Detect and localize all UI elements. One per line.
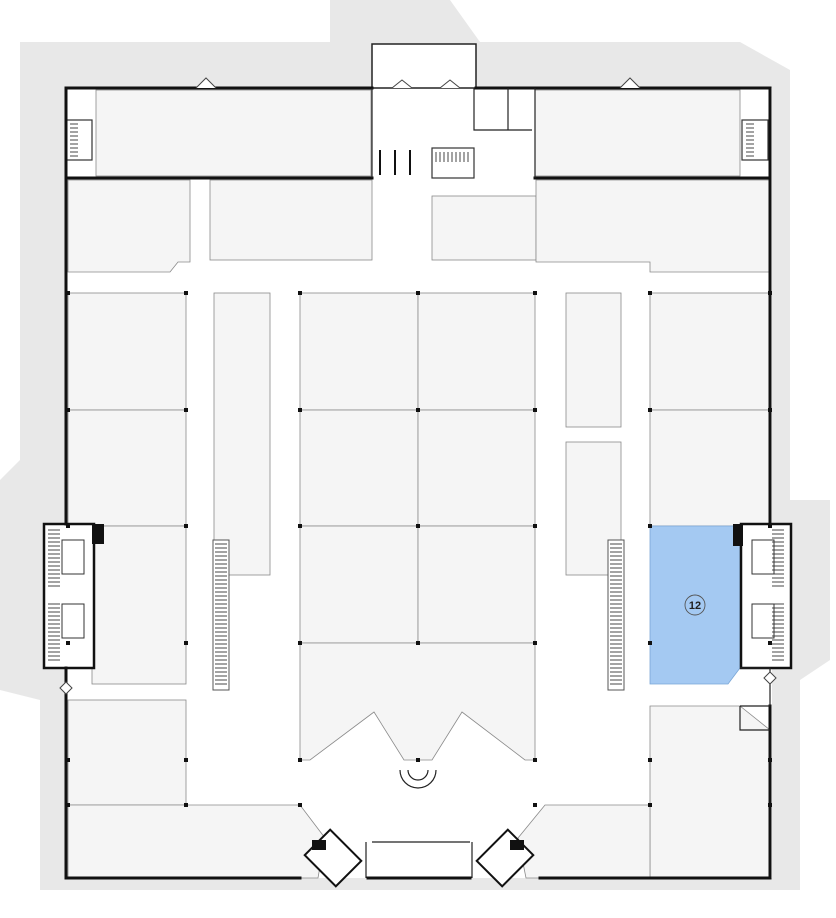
unit [209, 179, 373, 261]
turnstiles [379, 150, 411, 175]
structural-columns [66, 291, 772, 807]
unit [67, 292, 187, 411]
unit [649, 292, 771, 411]
unit [67, 699, 187, 806]
unit-12-label: 12 [689, 600, 701, 612]
unit [565, 292, 622, 428]
unit [417, 292, 536, 411]
escalators [212, 539, 625, 691]
unit [67, 179, 191, 273]
doors [59, 77, 777, 789]
unit [213, 292, 271, 576]
unit [431, 195, 537, 261]
unit [299, 525, 419, 644]
unit [649, 705, 771, 879]
unit [517, 804, 651, 879]
unit [417, 525, 536, 644]
unit [299, 409, 419, 527]
top-service-block [95, 43, 741, 177]
unit [67, 804, 326, 879]
unit [299, 292, 419, 411]
escalator-steps [215, 543, 622, 685]
unit [649, 409, 771, 527]
stair-steps [48, 123, 784, 661]
unit [67, 409, 187, 527]
unit-12-badge[interactable]: 12 [684, 594, 706, 616]
unit [535, 179, 771, 273]
retail-units [67, 179, 771, 879]
unit [299, 642, 536, 761]
unit [91, 525, 187, 685]
unit [417, 409, 536, 527]
